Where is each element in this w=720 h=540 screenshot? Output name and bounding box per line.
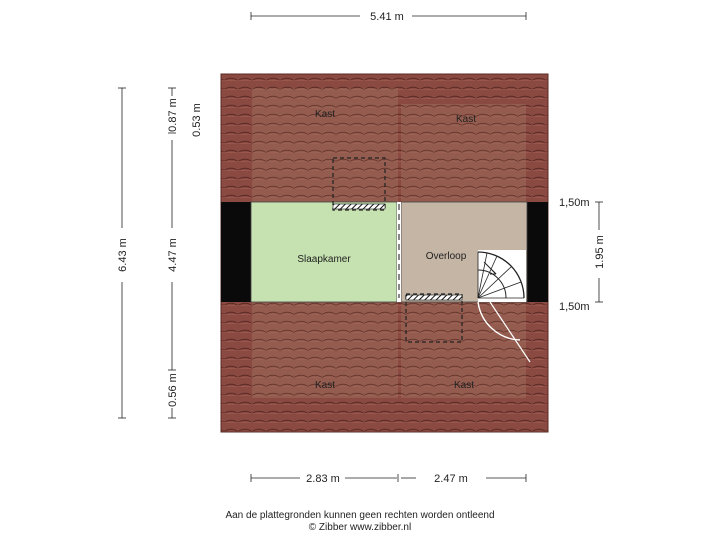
label-kast-bottom-left: Kast bbox=[315, 380, 335, 391]
dimension-right bbox=[595, 201, 603, 303]
dim-bottom-right: 2.47 m bbox=[434, 473, 468, 485]
dimension-left-total bbox=[118, 87, 126, 419]
dimension-top bbox=[250, 12, 527, 20]
dim-left-mid: 4.47 m bbox=[167, 238, 179, 272]
label-kast-top-left: Kast bbox=[315, 109, 335, 120]
dim-right-top-level: 1,50m bbox=[559, 197, 590, 209]
hatch-bottom bbox=[405, 293, 463, 343]
dim-right-height: 1.95 m bbox=[594, 235, 606, 269]
dim-right-bottom-level: 1,50m bbox=[559, 301, 590, 313]
kast-zone-top-left bbox=[252, 88, 398, 202]
label-kast-top-right: Kast bbox=[456, 114, 476, 125]
label-kast-bottom-right: Kast bbox=[454, 380, 474, 391]
wall-left bbox=[221, 202, 251, 302]
hatch-top-frame bbox=[332, 203, 386, 210]
dim-bottom-left: 2.83 m bbox=[306, 473, 340, 485]
footer-copyright: © Zibber www.zibber.nl bbox=[308, 522, 412, 533]
wall-right bbox=[527, 202, 548, 302]
room-slaapkamer bbox=[250, 201, 398, 303]
partition-wall bbox=[397, 202, 401, 302]
footer-disclaimer: Aan de plattegronden kunnen geen rechten… bbox=[225, 510, 495, 521]
kast-zone-top-right bbox=[401, 104, 526, 202]
dim-left-bottom: 0.56 m bbox=[167, 373, 179, 407]
label-slaapkamer: Slaapkamer bbox=[297, 254, 351, 265]
dim-left-top: 0.87 m bbox=[167, 98, 179, 132]
label-overloop: Overloop bbox=[426, 251, 467, 262]
dimension-left-segments bbox=[168, 87, 176, 419]
dim-top-width: 5.41 m bbox=[370, 11, 404, 23]
kast-zone-bottom-right bbox=[401, 302, 526, 398]
dim-inner-top: 0.53 m bbox=[191, 103, 203, 137]
kast-zone-bottom-left bbox=[252, 302, 398, 398]
dim-left-total: 6.43 m bbox=[117, 238, 129, 272]
spiral-stair bbox=[477, 250, 531, 363]
dimension-bottom bbox=[250, 474, 527, 482]
hatch-top bbox=[332, 157, 386, 211]
hatch-bottom-frame bbox=[405, 294, 463, 301]
